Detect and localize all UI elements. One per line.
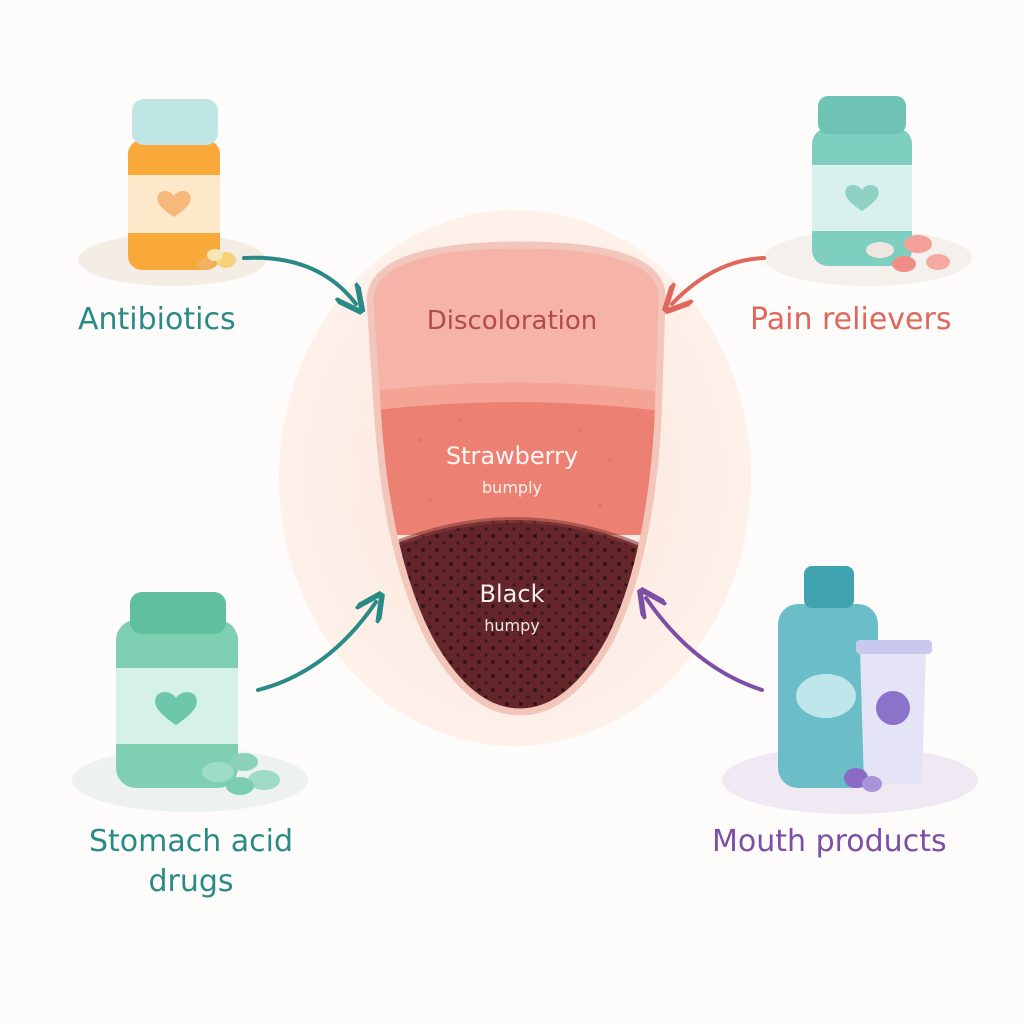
zone-discoloration xyxy=(370,245,663,400)
label-pain-relievers: Pain relievers xyxy=(750,302,952,337)
label-mouth-products: Mouth products xyxy=(712,824,947,859)
label-stomach-acid-drugs: Stomach acid drugs xyxy=(88,824,294,899)
mouth-products-icon xyxy=(722,566,978,814)
antibiotics-bottle-icon xyxy=(78,99,266,286)
zone-title-strawberry: Strawberry xyxy=(445,442,579,470)
arrow-stomach-acid xyxy=(256,602,376,692)
zone-subtitle-strawberry: bumply xyxy=(482,478,542,497)
zone-subtitle-black: humpy xyxy=(484,616,540,635)
zone-strawberry xyxy=(370,395,663,535)
zone-title-discoloration: Discoloration xyxy=(426,306,598,336)
arrow-antibiotics xyxy=(242,255,356,304)
zone-title-black: Black xyxy=(479,580,545,608)
label-antibiotics: Antibiotics xyxy=(78,302,236,337)
stomach-acid-bottle-icon xyxy=(72,592,308,812)
arrow-pain-relievers xyxy=(672,256,766,304)
pain-relievers-bottle-icon xyxy=(764,96,972,286)
arrow-mouth-products xyxy=(646,598,764,692)
